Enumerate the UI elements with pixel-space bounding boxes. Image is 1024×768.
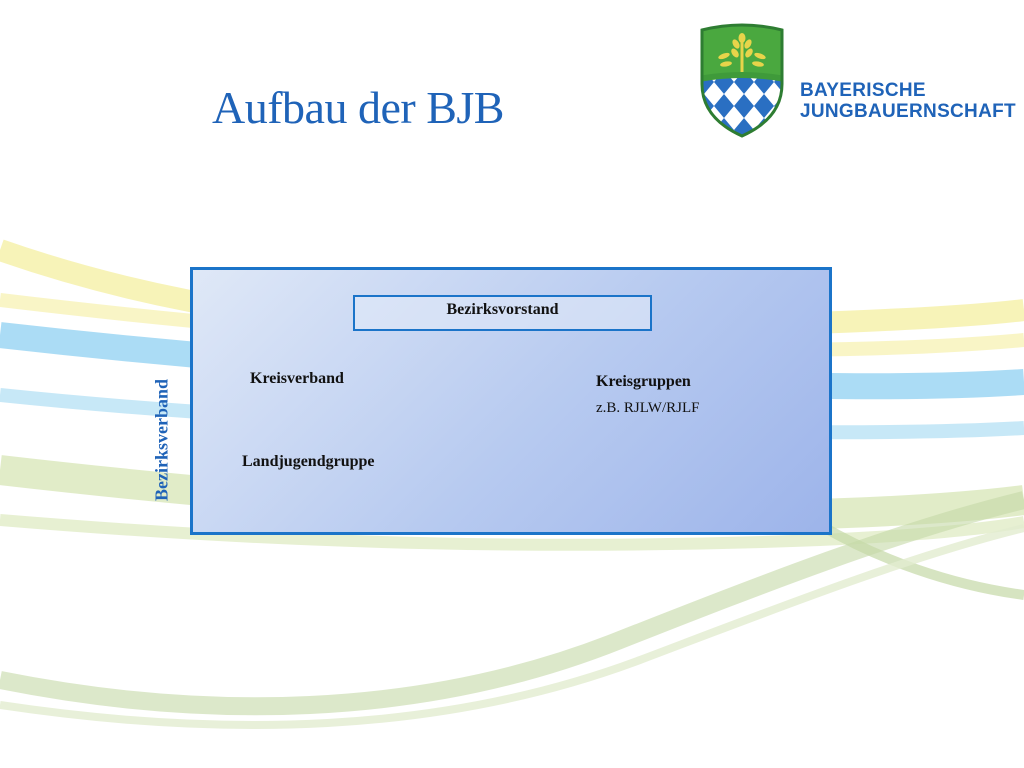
page-title: Aufbau der BJB (212, 81, 504, 133)
bezirksverband-label: Bezirksverband (151, 378, 172, 502)
logo-line-1: BAYERISCHE (800, 80, 926, 101)
kreisgruppen-note: z.B. RJLW/RJLF (596, 400, 700, 416)
kreisgruppen-label: Kreisgruppen (596, 373, 691, 390)
crest-icon (700, 23, 784, 138)
logo-wordmark: BAYERISCHE JUNGBAUERNSCHAFT (800, 80, 1016, 122)
bezirksvorstand-box: Bezirksvorstand (353, 295, 652, 331)
kreisverband-label: Kreisverband (250, 370, 344, 387)
landjugendgruppe-label: Landjugendgruppe (242, 453, 375, 470)
logo-line-2: JUNGBAUERNSCHAFT (800, 101, 1016, 122)
bjb-logo: BAYERISCHE JUNGBAUERNSCHAFT (694, 22, 1016, 142)
bezirksvorstand-label: Bezirksvorstand (446, 301, 559, 318)
